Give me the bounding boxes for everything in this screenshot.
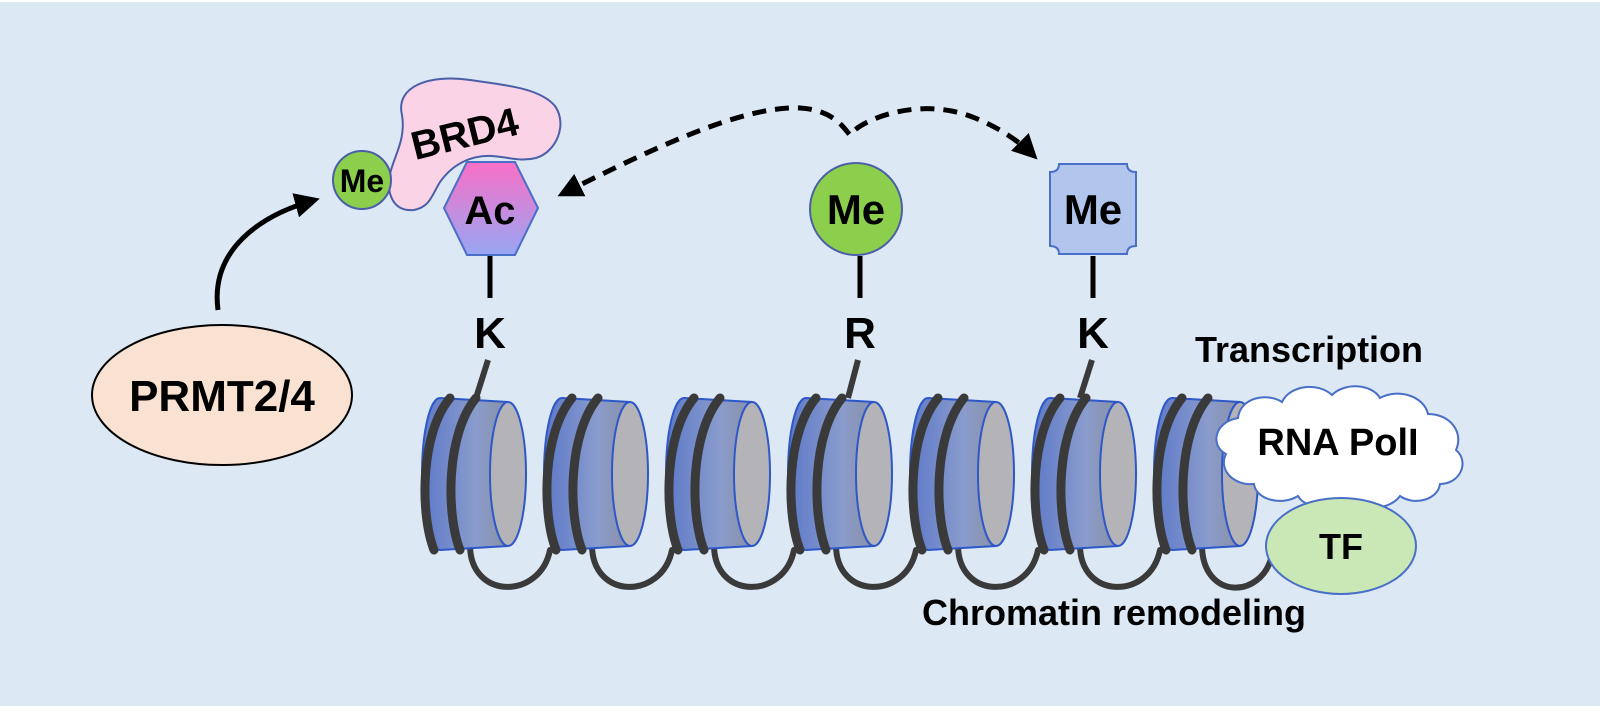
- tail-right: [1077, 359, 1095, 399]
- prmt-label: PRMT2/4: [129, 372, 315, 421]
- tf-ellipse: [1265, 497, 1417, 595]
- rna-pol-cloud: [1215, 385, 1464, 509]
- nucleosome: [664, 393, 771, 555]
- residue-k-right: K: [1077, 309, 1109, 358]
- me-square-shape: [1049, 163, 1137, 255]
- residue-k-left: K: [474, 309, 506, 358]
- nucleosome: [908, 393, 1015, 555]
- nucleosome-face: [1099, 401, 1137, 547]
- nucleosome-face: [977, 401, 1015, 547]
- dna-wrap: [908, 393, 943, 555]
- me-small-circle: [332, 150, 392, 210]
- nucleosome: [786, 393, 893, 555]
- dna-wrap: [934, 393, 969, 555]
- dna-wrap: [664, 393, 699, 555]
- ac-hexagon: [442, 161, 540, 256]
- tf-label: TF: [1319, 526, 1363, 567]
- curved-arrow-icon: [214, 193, 320, 311]
- prmt-enzyme: PRMT2/4: [91, 324, 353, 466]
- me-square-label: Me: [1064, 186, 1122, 233]
- dna-wrap: [446, 393, 481, 555]
- acetyl-mark: Ac: [442, 161, 540, 256]
- chromatin-remodeling-label: Chromatin remodeling: [922, 592, 1306, 633]
- brd4-blob: [388, 77, 562, 212]
- ac-label: Ac: [464, 189, 515, 233]
- rna-pol-label: RNA PolI: [1257, 422, 1418, 464]
- prmt-ellipse: [91, 324, 353, 466]
- double-headed-dashed-arrow-icon: [557, 105, 1038, 197]
- rna-polymerase: RNA PolI: [1215, 385, 1464, 509]
- transcription-factor: TF: [1265, 497, 1417, 595]
- residue-r: R: [844, 309, 876, 358]
- nucleosome-face: [733, 401, 771, 547]
- methyl-mark-lysine: Me: [1049, 163, 1137, 255]
- me-center-label: Me: [827, 186, 885, 233]
- dna-wrap: [1030, 393, 1065, 555]
- dna-wrap: [542, 393, 577, 555]
- dna-wrap: [568, 393, 603, 555]
- dna-wrap: [786, 393, 821, 555]
- dna-strand: [467, 542, 1275, 591]
- me-small-label: Me: [340, 163, 384, 199]
- dna-wrap: [1178, 393, 1213, 555]
- nucleosome-face: [489, 401, 527, 547]
- methyl-mark-arginine: Me: [809, 162, 903, 256]
- nucleosome: [542, 393, 649, 555]
- tail-center: [845, 359, 861, 399]
- methyl-mark-small: Me: [332, 150, 392, 210]
- dna-wrap: [812, 393, 847, 555]
- nucleosome-array: [420, 393, 1259, 555]
- brd4-protein: BRD4: [388, 77, 562, 212]
- dna-wrap: [1152, 393, 1187, 555]
- dna-wrap: [1056, 393, 1091, 555]
- dna-wrap: [690, 393, 725, 555]
- nucleosome-face: [855, 401, 893, 547]
- nucleosome: [1030, 393, 1137, 555]
- tail-left: [473, 359, 491, 399]
- transcription-label: Transcription: [1195, 329, 1423, 370]
- nucleosome-face: [611, 401, 649, 547]
- nucleosome: [420, 393, 527, 555]
- dna-wrap: [420, 393, 455, 555]
